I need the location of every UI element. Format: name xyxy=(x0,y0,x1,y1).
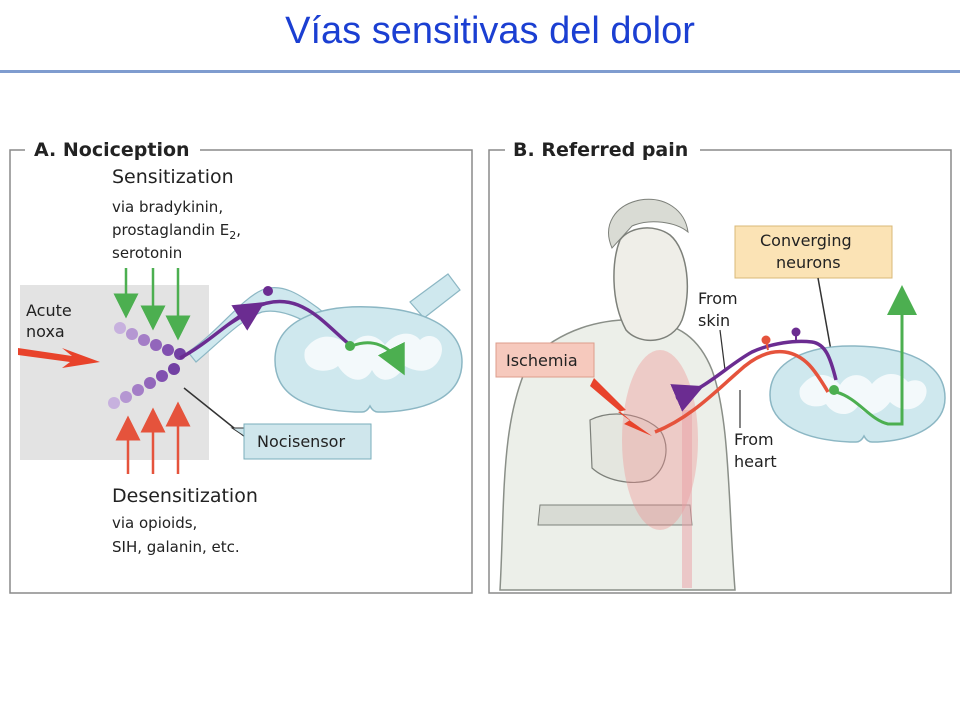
sensitization-line-3: serotonin xyxy=(112,244,182,262)
desensitization-heading: Desensitization xyxy=(112,485,258,507)
second-order-neuron-a xyxy=(351,341,405,376)
sensitization-heading: Sensitization xyxy=(112,166,234,188)
converging-neurons-box xyxy=(734,225,893,279)
nocisensor-box xyxy=(243,423,372,460)
axon-direction-arrow xyxy=(227,302,265,331)
desensitization-line-2: SIH, galanin, etc. xyxy=(112,538,240,556)
dorsal-root-right xyxy=(409,273,461,319)
converging-pointer xyxy=(817,277,833,357)
spinal-cord-b xyxy=(769,345,946,443)
synapse-a xyxy=(345,341,355,351)
nocisensor-label: Nocisensor xyxy=(257,432,345,451)
acute-noxa-line-1: Acute xyxy=(26,301,72,320)
dorsal-root-ganglion-cell xyxy=(263,286,273,296)
nociceptor-axon xyxy=(179,299,352,360)
noxa-lightning-bolt xyxy=(18,348,100,368)
desensitization-line-1: via opioids, xyxy=(112,514,197,532)
man-hair xyxy=(608,198,689,249)
slide-title: Vías sensitivas del dolor xyxy=(285,10,695,52)
from-heart-line-2: heart xyxy=(734,452,777,471)
desensitization-arrows xyxy=(115,401,191,474)
title-divider xyxy=(0,70,960,73)
converging-line-2: neurons xyxy=(776,253,841,272)
from-skin-line-2: skin xyxy=(698,311,730,330)
panel-a-title: A. Nociception xyxy=(34,139,190,161)
panel-a-frame xyxy=(9,149,473,594)
man-illustration xyxy=(499,198,736,591)
man-hand xyxy=(589,413,667,483)
sensitization-arrows xyxy=(113,268,191,341)
panel-b-title: B. Referred pain xyxy=(513,139,688,161)
panel-b-frame xyxy=(488,149,952,594)
ischemia-box xyxy=(495,342,595,378)
from-skin-pointer xyxy=(719,329,726,371)
heart-afferent xyxy=(654,349,830,434)
panel-b-referred-pain: B. Referred pain Ischemia Converging neu… xyxy=(488,139,952,594)
sensitization-line-2: prostaglandin E2, xyxy=(112,221,241,242)
from-skin-line-1: From xyxy=(698,289,738,308)
from-heart-line-1: From xyxy=(734,430,774,449)
ischemia-label: Ischemia xyxy=(506,351,578,370)
acute-noxa-line-2: noxa xyxy=(26,322,65,341)
skin-afferent xyxy=(675,339,838,400)
man-head xyxy=(613,227,689,342)
nociceptor-endings xyxy=(108,322,186,409)
spinal-cord-a xyxy=(274,306,463,413)
referred-pain-strip xyxy=(682,410,692,588)
panel-a-nociception: A. Nociception Sensitization via bradyki… xyxy=(9,139,473,594)
converging-line-1: Converging xyxy=(760,231,852,250)
ascending-tract xyxy=(835,285,917,426)
ischemia-lightning-bolt xyxy=(590,378,652,436)
sensitization-line-1: via bradykinin, xyxy=(112,198,223,216)
